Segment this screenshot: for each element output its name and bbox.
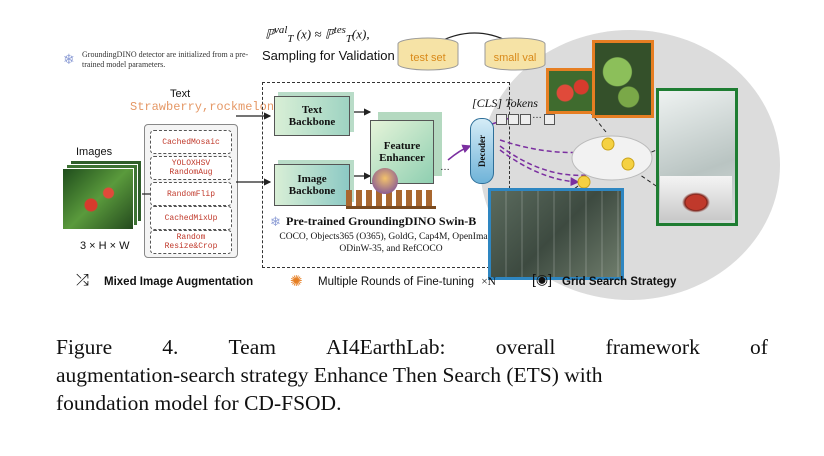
caption-word: framework [605, 335, 700, 359]
aerial-crop [488, 188, 624, 280]
small-val-label: small val [493, 52, 537, 64]
fence-decoration [346, 190, 436, 209]
snowflake-icon-2: ❄ [270, 214, 281, 229]
text-backbone: Text Backbone [274, 96, 350, 136]
distribution-formula: ℙvalT (x) ≈ ℙtesT(x), [265, 24, 370, 45]
aug-random-flip: RandomFlip [150, 182, 232, 206]
pretrained-title: Pre-trained GroundingDINO Swin-B [286, 214, 477, 228]
fire-icon: ✺ [290, 273, 303, 290]
pretrained-datasets: COCO, Objects365 (O365), GoldG, Cap4M, O… [279, 232, 503, 254]
caption-line-3: foundation model for CD-FSOD. [56, 391, 342, 415]
test-set-label: test set [410, 52, 446, 64]
init-note: GroundingDINO detector are initialized f… [82, 50, 249, 69]
caption-word: overall [495, 335, 556, 359]
ellipsis-text: … [440, 162, 450, 173]
input-image-stack [62, 160, 142, 232]
snowflake-icon: ❄ [63, 51, 75, 67]
images-label: Images [76, 146, 113, 158]
car-crop-bottom [660, 176, 732, 220]
model-box [262, 82, 510, 268]
finetune-text: Multiple Rounds of Fine-tuning [318, 276, 474, 288]
sampling-label: Sampling for Validation [262, 48, 395, 63]
token-row: … [496, 110, 556, 125]
connector-arrows [142, 108, 677, 201]
text-backbone-label: Text Backbone [288, 104, 336, 128]
feature-enhancer-label: Feature Enhancer [379, 140, 425, 164]
decoder-block: Decoder [470, 118, 494, 184]
finetune-label: Multiple Rounds of Fine-tuning ×N [318, 276, 496, 288]
dims-label: 3 × H × W [80, 240, 130, 252]
caption-word: Figure [56, 335, 113, 359]
aug-cached-mixup: CachedMixUp [150, 206, 232, 230]
mixed-aug-label: Mixed Image Augmentation [104, 276, 254, 288]
mascot-icon [372, 168, 398, 194]
figure-caption: Figure 4. Team AI4EarthLab: overall framework… [56, 333, 768, 417]
aug-cached-mosaic: CachedMosaic [150, 130, 232, 154]
decoder-label: Decoder [477, 135, 487, 167]
caption-line-2: augmentation-search strategy Enhance The… [56, 363, 603, 387]
text-label: Text [170, 88, 191, 100]
caption-line-1: Figure 4. Team AI4EarthLab: overall framework… [56, 333, 768, 361]
melon-crop [592, 40, 654, 118]
text-prompt: Strawberry,rockmelon [130, 100, 275, 114]
shuffle-icon: ⤮ [76, 272, 89, 289]
caption-word: Team [228, 335, 276, 359]
image-backbone: Image Backbone [274, 164, 350, 206]
eye-icon: [◉] [532, 271, 552, 287]
cls-tokens-label: [CLS] Tokens [472, 96, 538, 110]
aug-yoloxhsv: YOLOXHSV RandomAug [150, 156, 232, 180]
image-backbone-label: Image Backbone [288, 173, 336, 197]
dataset-diagram [397, 32, 546, 71]
strawberry-crop [546, 68, 598, 114]
caption-word: 4. [162, 335, 179, 359]
grid-search-label: Grid Search Strategy [562, 276, 677, 288]
finetune-times: ×N [481, 276, 496, 288]
aug-random-resize-crop: Random Resize&Crop [150, 230, 232, 254]
caption-word: AI4EarthLab: [326, 335, 446, 359]
caption-word: of [750, 335, 768, 359]
